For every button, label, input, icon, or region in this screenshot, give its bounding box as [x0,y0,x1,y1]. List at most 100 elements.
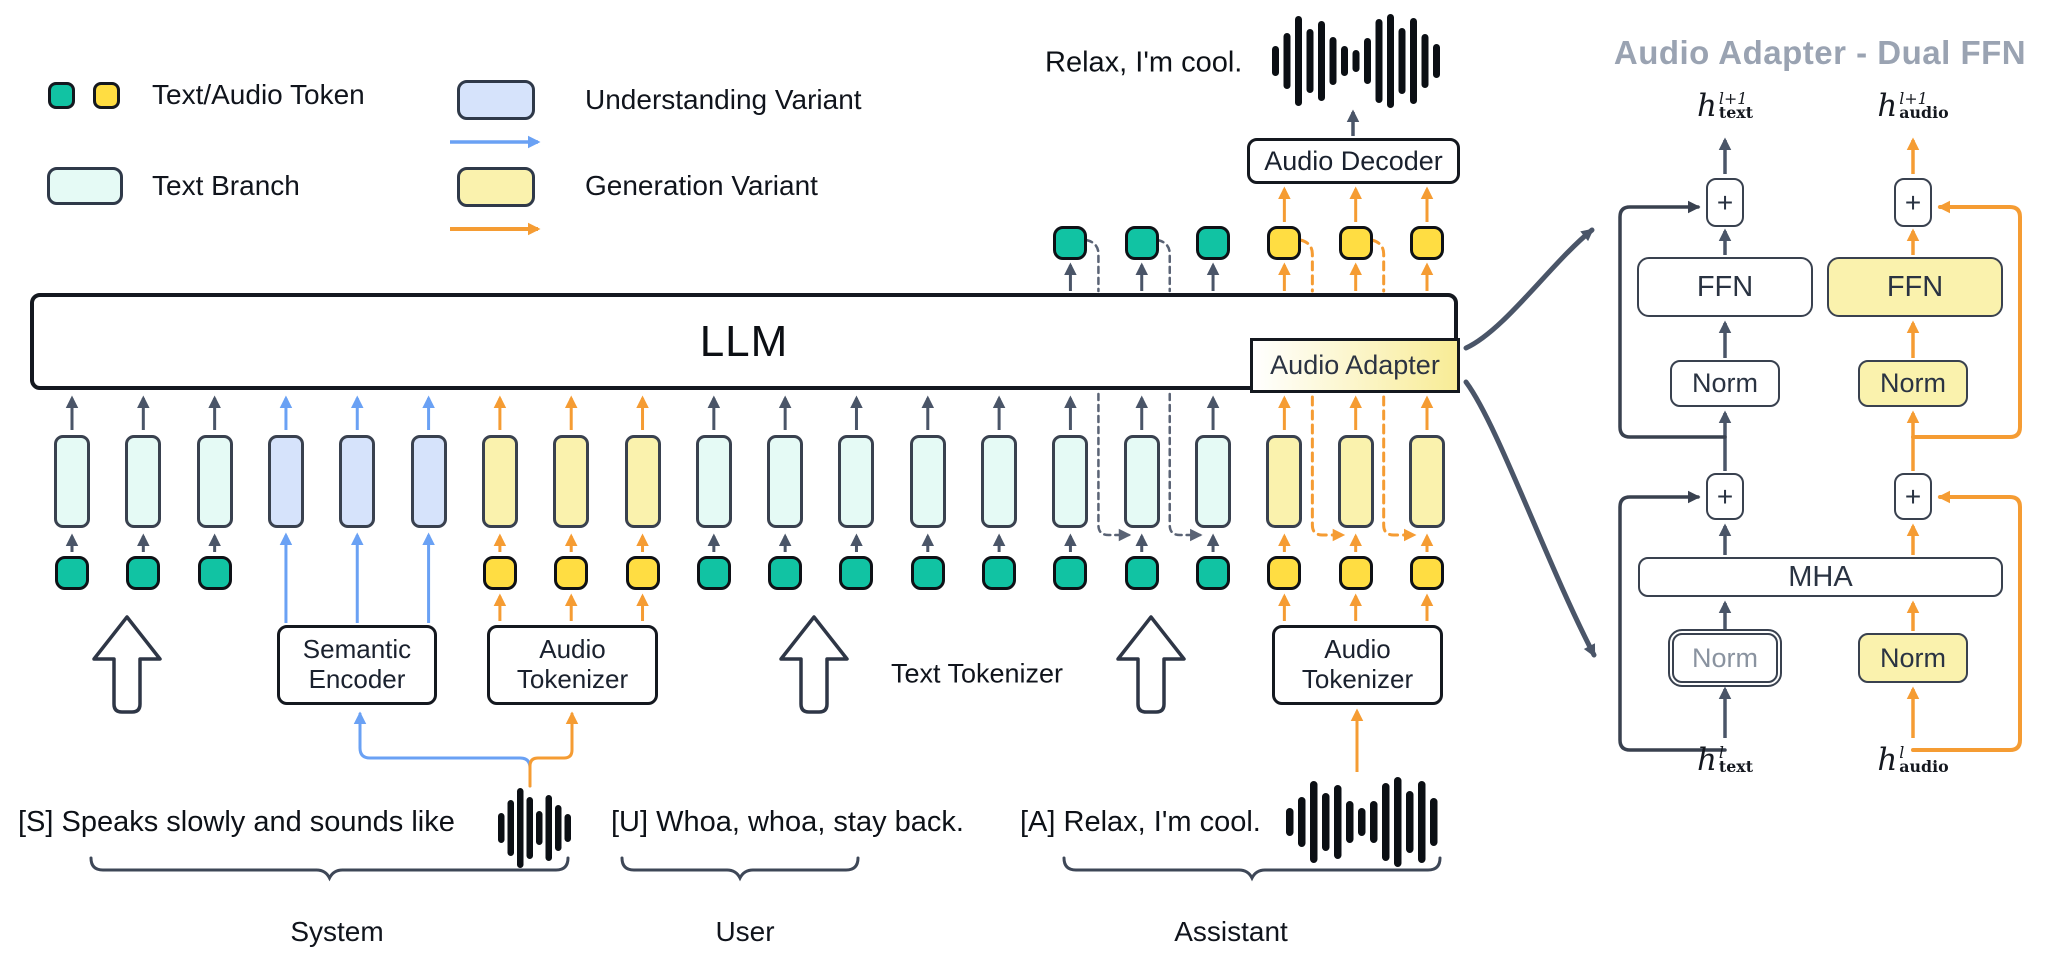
assistant-input-arrow [1116,615,1186,714]
feedback-dash [1310,395,1346,542]
audio-mha-residual [1911,490,2022,752]
user-section-label: User [715,916,775,947]
speech-waveform-icon-top [1283,33,1291,89]
speech-waveform-icon-system [498,813,505,843]
h-superscript: l+1 [1899,88,1928,108]
feedback-dash [1156,238,1171,293]
llm-label: LLM [699,316,789,366]
speech-waveform-icon-system [536,811,543,845]
audio-tokenizer-1-label: Audio Tokenizer [516,634,629,694]
speech-waveform-icon-assistant [1346,801,1354,843]
speech-waveform-icon-top [1410,18,1417,104]
speech-waveform-icon-system [526,797,533,859]
feedback-dash [1085,238,1100,293]
speech-waveform-icon-assistant [1310,781,1318,863]
output-text-token [1053,226,1088,260]
user-brace [620,856,860,882]
system-brace [89,856,570,882]
speech-waveform-icon-top [1306,29,1314,93]
semantic-encoder-box: Semantic Encoder [277,625,437,705]
embedding-rect [125,435,162,528]
embedding-rect [1337,435,1374,528]
legend-audio-token-swatch [93,82,120,109]
speech-waveform-icon-assistant [1322,793,1330,851]
14 10 [1463,227,1595,351]
embedding-rect [196,435,233,528]
embedding-rect [767,435,804,528]
speech-waveform-icon-top [1364,38,1371,84]
14 10 [1463,379,1597,658]
system-section-label: System [290,916,384,947]
wire [528,711,579,788]
legend-understanding-swatch [457,80,535,120]
feedback-dash [1382,395,1417,542]
speech-waveform-icon-system [564,814,571,842]
speech-waveform-icon-top [1375,19,1383,103]
embedding-rect [1409,435,1445,528]
speech-waveform-icon-top [1341,46,1348,76]
assistant-section-label: Assistant [1174,916,1288,947]
text-token [982,556,1017,590]
h-superscript: l [1899,742,1905,762]
text-token [910,556,945,590]
audio-tokenizer-box-2: Audio Tokenizer [1272,625,1443,705]
speech-waveform-icon-assistant [1382,783,1390,861]
embedding-rect [838,435,875,528]
audio-adapter-label: Audio Adapter [1270,350,1440,380]
h-subscript: audio [1899,103,1949,122]
speech-waveform-icon-assistant [1298,797,1306,847]
output-audio-token [1267,226,1302,260]
speech-waveform-icon-assistant [1430,798,1438,846]
feedback-dash [1370,238,1386,293]
speech-waveform-icon-assistant [1334,785,1342,859]
embedding-rect [981,435,1018,528]
text-ffn-residual [1618,200,1727,439]
text-token [1053,556,1088,590]
panel-title: Audio Adapter - Dual FFN [1613,34,2027,71]
speech-waveform-icon-assistant [1370,801,1378,843]
h-subscript: audio [1899,757,1949,776]
speech-waveform-icon-system [517,788,524,868]
user-input-arrow [779,615,849,714]
embedding-rect [1052,435,1089,528]
embedding-rect [624,435,661,528]
text-token [696,556,731,590]
h-symbol: h [1877,742,1898,778]
legend-understanding-label: Understanding Variant [585,84,862,115]
speech-waveform-icon-top [1421,34,1429,88]
text-mha-residual [1618,490,1727,752]
embedding-rect [339,435,376,528]
speech-waveform-icon-top [1318,21,1325,101]
speech-waveform-icon-assistant [1358,808,1366,836]
h-superscript: l [1718,742,1724,762]
speech-waveform-icon-system [545,795,552,861]
speech-waveform-icon-system [507,800,514,856]
speech-waveform-icon-top [1352,50,1360,72]
user-sentence: [U] Whoa, whoa, stay back. [611,806,964,838]
h-superscript: l+1 [1718,88,1748,108]
embedding-rect [553,435,590,528]
speech-waveform-icon-system [555,805,562,851]
wire [353,711,532,788]
h-subscript: text [1718,103,1754,122]
speech-waveform-icon-assistant [1286,808,1294,836]
audio-adapter-box: Audio Adapter [1250,338,1460,393]
spoken-output-text: Relax, I'm cool. [1045,46,1243,79]
assistant-brace [1062,856,1442,882]
audio-token [482,556,517,590]
legend-text-branch-label: Text Branch [152,170,300,201]
text-token [768,556,803,590]
feedback-dash [1168,392,1203,542]
legend-token-label: Text/Audio Token [152,79,365,110]
output-text-token [1124,226,1159,260]
embedding-rect [1123,435,1160,528]
audio-decoder-box: Audio Decoder [1247,138,1460,184]
audio-token [554,556,589,590]
h-symbol: h [1877,88,1898,124]
norm-lower-text-box: Norm [1668,629,1782,687]
audio-tokenizer-2-label: Audio Tokenizer [1301,634,1414,694]
system-input-arrow [92,615,162,714]
embedding-rect [54,435,90,528]
